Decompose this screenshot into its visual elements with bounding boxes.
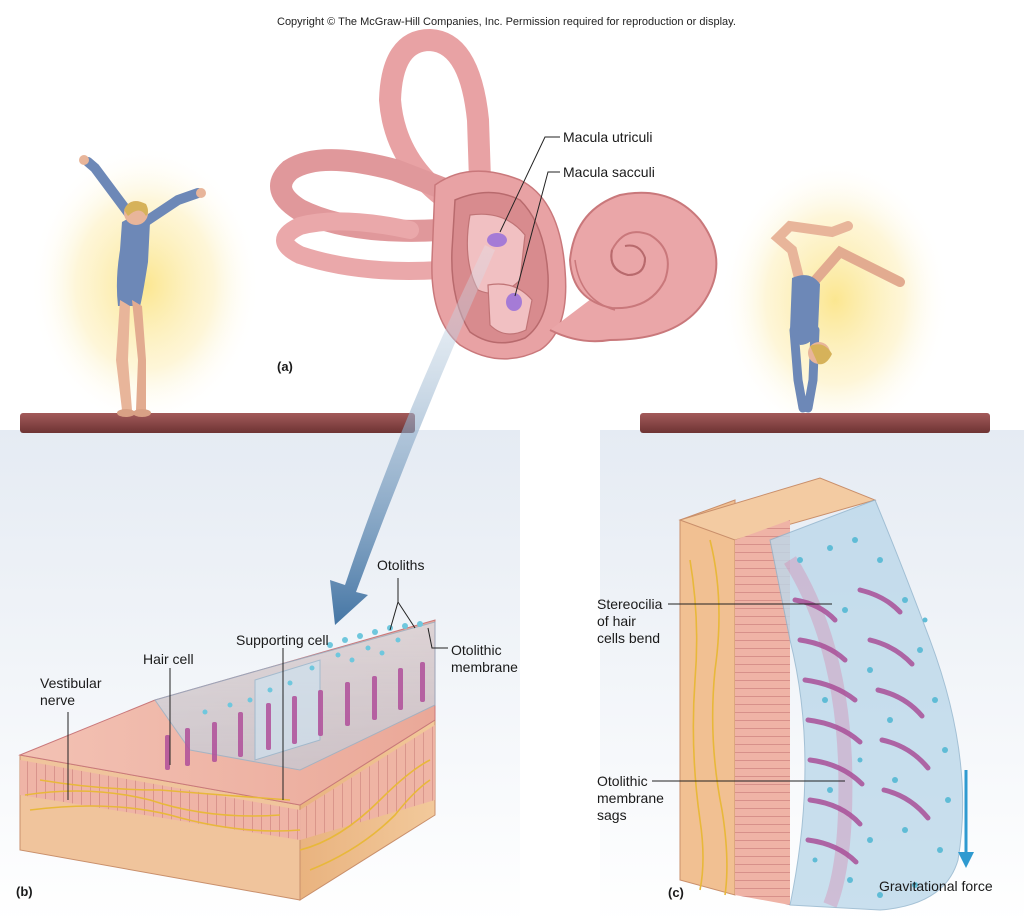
label-otolithic-membrane-b: Otolithic membrane (451, 642, 518, 676)
macula-sacculi-spot (506, 293, 522, 311)
label-otoliths: Otoliths (377, 557, 424, 574)
left-balance-beam (20, 413, 415, 433)
cochlea (550, 193, 716, 341)
copyright-notice: Copyright © The McGraw-Hill Companies, I… (277, 14, 736, 31)
label-gravitational-force: Gravitational force (879, 878, 993, 895)
inner-ear-labyrinth (281, 40, 716, 359)
panel-label-a: (a) (277, 358, 293, 375)
label-macula-sacculi: Macula sacculi (563, 164, 655, 181)
panel-label-b: (b) (16, 883, 33, 900)
label-supporting-cell: Supporting cell (236, 632, 329, 649)
label-macula-utriculi: Macula utriculi (563, 129, 652, 146)
label-vestibular-nerve: Vestibular nerve (40, 675, 101, 709)
label-stereocilia-bend: Stereocilia of hair cells bend (597, 596, 662, 647)
right-glow (720, 160, 950, 440)
right-balance-beam (640, 413, 990, 433)
semicircular-canal-lateral (285, 221, 440, 271)
label-membrane-sags: Otolithic membrane sags (597, 773, 664, 824)
label-hair-cell: Hair cell (143, 651, 194, 668)
macula-utriculi-spot (487, 233, 507, 247)
panel-label-c: (c) (668, 884, 684, 901)
